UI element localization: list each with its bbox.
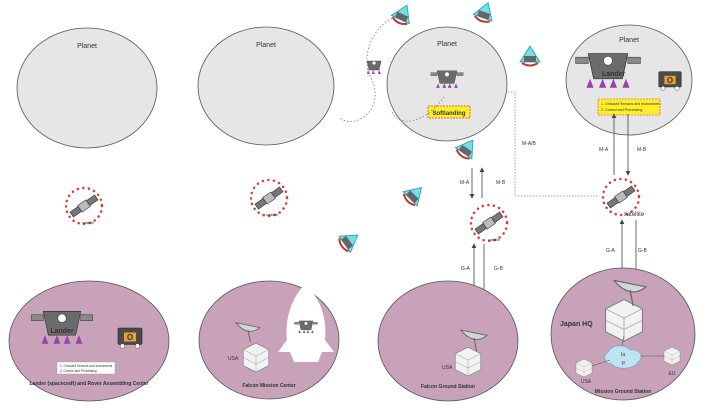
rover-label: O (667, 76, 673, 85)
planet-label: Planet (77, 43, 97, 50)
ground-caption: Lander (spacecraft) and Rover Assembling… (29, 381, 148, 387)
flight-path (339, 17, 446, 122)
hq-label: Japan HQ (560, 321, 593, 328)
satellite-label: satellite (488, 238, 500, 242)
satellite-label: satellite (266, 213, 278, 217)
planet-label: Planet (619, 37, 639, 44)
satellite-icon (249, 178, 289, 218)
lander-label: Lander (602, 71, 626, 78)
satellite-icon (64, 186, 104, 226)
planet-label: Planet (256, 42, 276, 49)
link-mb-label: M-B (496, 180, 506, 186)
rocket-icon (519, 45, 541, 67)
link-gb-label: G-B (638, 248, 648, 254)
rocket-icon (335, 225, 365, 256)
planet-4: Planet (565, 24, 693, 136)
ground-caption: Falcon Ground Station (421, 384, 475, 390)
note-line: 2. Control and Processing (60, 369, 97, 373)
note-line: 2. Control and Processing (601, 108, 642, 112)
link-mab-path (508, 91, 598, 197)
ground-center-1: Lander O 1. Onboard Sensors and Instrume… (8, 280, 170, 402)
rocket-icon (399, 179, 430, 210)
link-gb-label: G-B (494, 266, 504, 272)
rocket-icon (471, 0, 499, 26)
softlanding-label: Softlanding (433, 111, 466, 117)
link-mab-label: M-A/B (522, 141, 537, 147)
planet-2: Planet (197, 26, 335, 146)
ground-caption: Falcon Mission Center (242, 383, 295, 389)
planet-1: Planet (16, 27, 158, 149)
lander-label: Lander (50, 328, 74, 335)
ground-center-3: USA Falcon Ground Station (377, 280, 519, 402)
caption-text: Lander (spacecraft) and Rover Assembling… (29, 381, 148, 387)
satellite-icon (469, 203, 509, 243)
ip-label: Ia (621, 352, 625, 358)
satellite-label: satellite (624, 212, 645, 218)
link-mb-label: M-B (637, 147, 647, 153)
country-label: USA (228, 356, 239, 362)
ground-center-2: USA Falcon Mission Center (198, 280, 340, 400)
link-ma-label: M-A (599, 147, 609, 153)
ground-center-4: Japan HQ Ia p USA EU Mission Ground Stat… (550, 267, 696, 401)
satellite-icon (601, 177, 641, 217)
internet-cloud-icon (604, 345, 642, 369)
ip-label: p (622, 360, 625, 366)
satellite-label: satellite (82, 221, 94, 225)
note-line: 1. Onboard Sensors and Instruments (60, 364, 113, 368)
country-label: USA (442, 365, 453, 371)
softlanding-badge: Softlanding (427, 105, 471, 119)
rover-label: O (127, 333, 133, 342)
usa-label: USA (581, 379, 592, 385)
rocket-icon (388, 0, 418, 29)
instrument-note-planet4: 1. Onboard Sensors and Instruments 2. Co… (597, 98, 661, 116)
planet-label: Planet (437, 41, 457, 48)
planet-3: Planet (386, 26, 508, 142)
ground-caption: Mission Ground Station (595, 389, 651, 395)
eu-label: EU (669, 371, 676, 377)
note-line: 1. Onboard Sensors and Instruments (601, 102, 660, 106)
link-ga-label: G-A (461, 266, 471, 272)
link-ga-label: G-A (606, 248, 616, 254)
approaching-lander-icon (366, 60, 382, 75)
link-ma-label: M-A (460, 180, 470, 186)
